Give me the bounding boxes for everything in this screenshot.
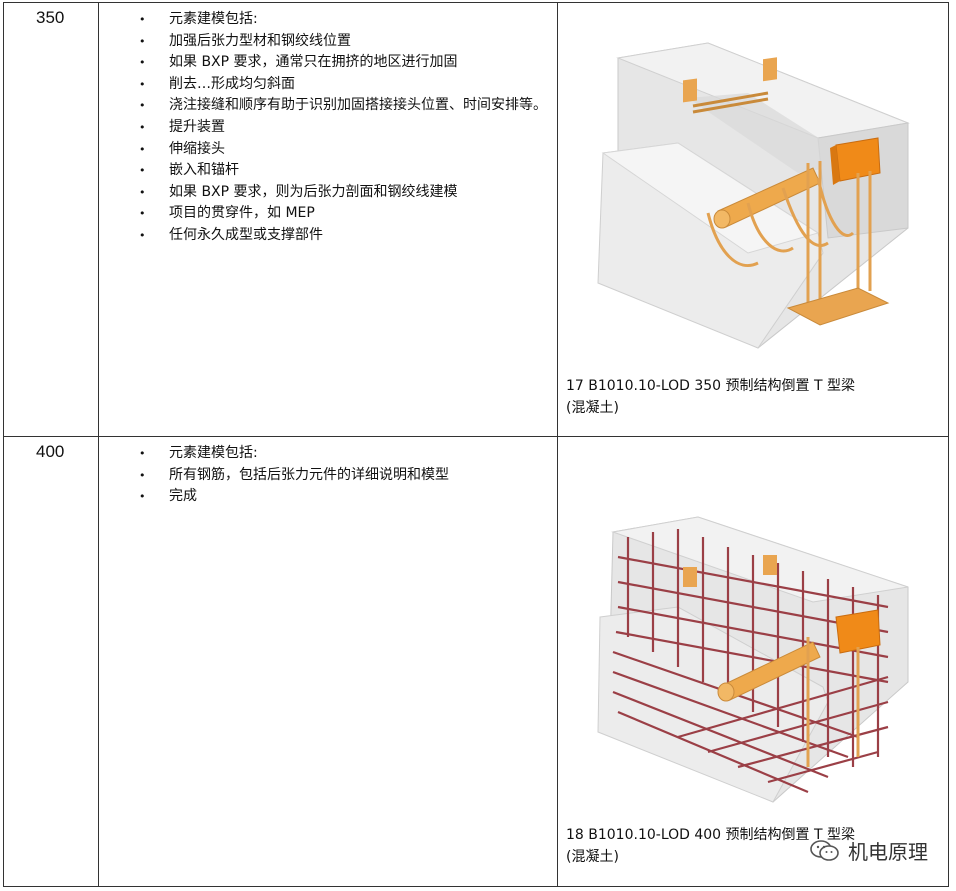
list-item: 任何永久成型或支撑部件	[139, 225, 557, 247]
figure-caption: 18 B1010.10-LOD 400 预制结构倒置 T 型梁(混凝土)	[566, 827, 855, 865]
watermark-text: 机电原理	[848, 840, 928, 864]
lod-level: 400	[36, 442, 65, 461]
level-cell: 350	[3, 2, 99, 437]
lod-level: 350	[36, 8, 65, 27]
lod-table: 350 元素建模包括: 加强后张力型材和钢绞线位置 如果 BXP 要求，通常只在…	[3, 2, 949, 887]
list-item: 提升装置	[139, 117, 557, 139]
list-item: 所有钢筋，包括后张力元件的详细说明和模型	[139, 465, 557, 487]
description-cell: 元素建模包括: 所有钢筋，包括后张力元件的详细说明和模型 完成	[98, 436, 558, 887]
list-item: 嵌入和锚杆	[139, 160, 557, 182]
list-item: 伸缩接头	[139, 139, 557, 161]
beam-lod350-illustration	[597, 42, 910, 349]
list-item: 浇注接缝和顺序有助于识别加固搭接接头位置、时间安排等。	[139, 95, 557, 117]
level-cell: 400	[3, 436, 99, 887]
wechat-logo-icon	[810, 839, 840, 863]
description-cell: 元素建模包括: 加强后张力型材和钢绞线位置 如果 BXP 要求，通常只在拥挤的地…	[98, 2, 558, 437]
list-item: 完成	[139, 486, 557, 508]
element-list: 元素建模包括: 加强后张力型材和钢绞线位置 如果 BXP 要求，通常只在拥挤的地…	[99, 3, 557, 247]
table-row: 400 元素建模包括: 所有钢筋，包括后张力元件的详细说明和模型 完成	[3, 436, 949, 887]
list-item: 元素建模包括:	[139, 9, 557, 31]
illustration-cell: 17 B1010.10-LOD 350 预制结构倒置 T 型梁(混凝土)	[557, 2, 949, 437]
watermark: 机电原理	[810, 836, 928, 865]
illustration-cell: 18 B1010.10-LOD 400 预制结构倒置 T 型梁(混凝土)	[557, 436, 949, 887]
figure-caption: 17 B1010.10-LOD 350 预制结构倒置 T 型梁(混凝土)	[566, 378, 855, 416]
list-item: 如果 BXP 要求，则为后张力剖面和钢绞线建模	[139, 182, 557, 204]
list-item: 元素建模包括:	[139, 443, 557, 465]
list-item: 如果 BXP 要求，通常只在拥挤的地区进行加固	[139, 52, 557, 74]
table-row: 350 元素建模包括: 加强后张力型材和钢绞线位置 如果 BXP 要求，通常只在…	[3, 2, 949, 437]
element-list: 元素建模包括: 所有钢筋，包括后张力元件的详细说明和模型 完成	[99, 437, 557, 508]
list-item: 削去…形成均匀斜面	[139, 74, 557, 96]
list-item: 项目的贯穿件，如 MEP	[139, 203, 557, 225]
list-item: 加强后张力型材和钢绞线位置	[139, 31, 557, 53]
beam-lod400-illustration	[597, 516, 909, 803]
